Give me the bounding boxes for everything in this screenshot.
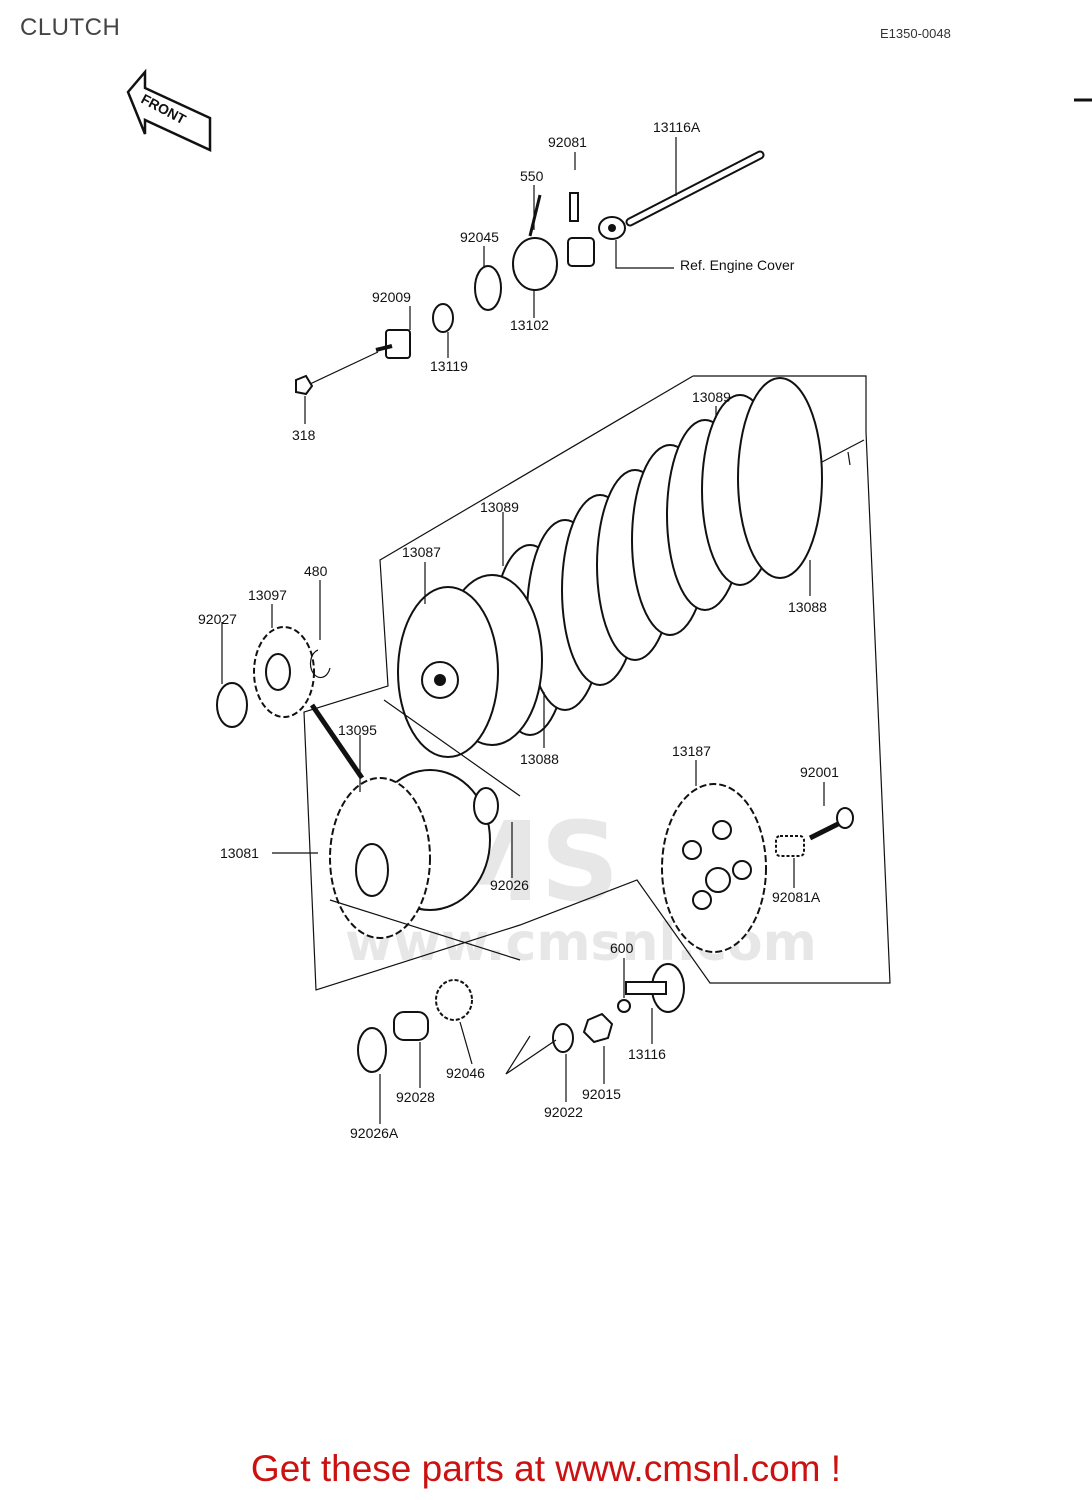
- part-label-92045: 92045: [460, 229, 499, 245]
- part-label-92081: 92081: [548, 134, 587, 150]
- part-label-92001: 92001: [800, 764, 839, 780]
- part-label-13116: 13116: [628, 1046, 666, 1062]
- nut-92015: [582, 1012, 614, 1044]
- bearing-92046: [435, 979, 473, 1021]
- washer-92026a: [357, 1027, 387, 1073]
- drive-strip: [309, 703, 365, 780]
- part-labels: 92081 13116A 550 92045 Ref. Engine Cover…: [198, 119, 839, 1141]
- clutch-spring-bolt: [775, 807, 854, 857]
- promo-link[interactable]: Get these parts at www.cmsnl.com !: [250, 1448, 842, 1489]
- part-label-92026: 92026: [490, 877, 529, 893]
- clutch-exploded-diagram: CMS www.cmsnl.com FRONT: [126, 68, 1092, 1141]
- part-label-600: 600: [610, 940, 634, 956]
- part-label-13087: 13087: [402, 544, 441, 560]
- sleeve-92028: [393, 1011, 429, 1041]
- reference-note: Ref. Engine Cover: [680, 257, 795, 273]
- leader-lines: [221, 137, 825, 1124]
- part-label-92081a: 92081A: [772, 889, 821, 905]
- washer-92026: [473, 787, 499, 825]
- gear: [253, 626, 315, 718]
- part-label-13119: 13119: [430, 358, 468, 374]
- part-label-92009: 92009: [372, 289, 411, 305]
- part-label-13089-top: 13089: [692, 389, 731, 405]
- part-label-480: 480: [304, 563, 328, 579]
- part-label-92022: 92022: [544, 1104, 583, 1120]
- clutch-hub: [397, 574, 543, 758]
- part-label-13081: 13081: [220, 845, 259, 861]
- part-label-318: 318: [292, 427, 316, 443]
- part-label-13116a: 13116A: [653, 119, 701, 135]
- part-label-13097: 13097: [248, 587, 287, 603]
- plate-stack: [491, 377, 865, 736]
- part-label-92028: 92028: [396, 1089, 435, 1105]
- release-mechanism: [295, 192, 595, 396]
- part-label-550: 550: [520, 168, 544, 184]
- pusher-13116: [625, 963, 685, 1013]
- part-label-13088-right: 13088: [788, 599, 827, 615]
- part-label-92027: 92027: [198, 611, 237, 627]
- circlip-480: [309, 649, 331, 679]
- part-label-13088-low: 13088: [520, 751, 559, 767]
- clutch-housing: [329, 769, 491, 939]
- washer-92027: [216, 682, 248, 728]
- part-label-92046: 92046: [446, 1065, 485, 1081]
- washer-92022: [552, 1023, 574, 1053]
- part-label-92026a: 92026A: [350, 1125, 399, 1141]
- part-label-13187: 13187: [672, 743, 711, 759]
- diagram-code: E1350-0048: [880, 26, 951, 41]
- front-arrow: FRONT: [126, 68, 212, 152]
- part-label-92015: 92015: [582, 1086, 621, 1102]
- page-title: CLUTCH: [20, 14, 121, 41]
- pressure-plate: [661, 783, 767, 953]
- pushrod: [598, 150, 765, 240]
- part-label-13102: 13102: [510, 317, 549, 333]
- part-label-13089-mid: 13089: [480, 499, 519, 515]
- part-label-13095: 13095: [338, 722, 377, 738]
- ball-600: [617, 999, 631, 1013]
- assembly-outline: [303, 375, 891, 991]
